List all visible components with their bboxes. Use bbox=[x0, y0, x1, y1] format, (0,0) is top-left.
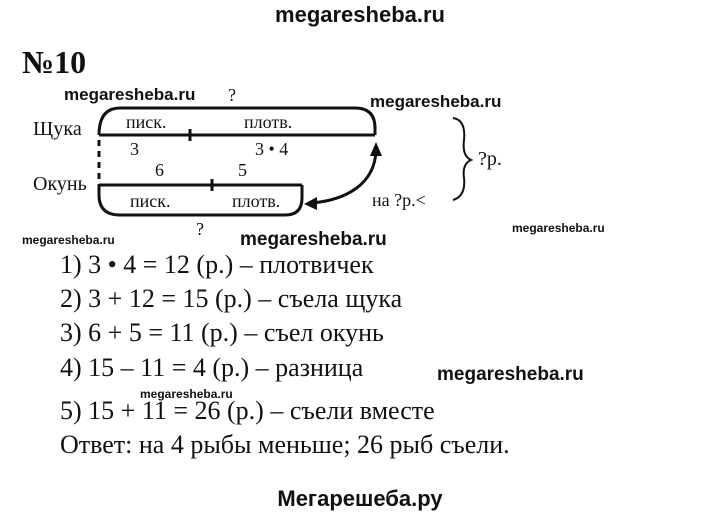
watermark-3: megaresheba.ru bbox=[22, 233, 115, 247]
pike-roach-label: плотв. bbox=[244, 112, 292, 132]
solution-step-1: 1) 3 • 4 = 12 (р.) – плотвичек bbox=[60, 250, 374, 279]
solution-step-4: 4) 15 – 11 = 4 (р.) – разница bbox=[60, 353, 364, 382]
perch-total-question: ? bbox=[196, 219, 204, 239]
watermark-6: megaresheba.ru bbox=[437, 364, 584, 385]
difference-label: на ?р.< bbox=[372, 190, 426, 210]
perch-label: Окунь bbox=[33, 173, 87, 195]
watermark-top: megaresheba.ru bbox=[275, 2, 445, 27]
pike-bar bbox=[97, 106, 377, 137]
task-number: №10 bbox=[22, 44, 87, 80]
watermark-7: megaresheba.ru bbox=[140, 387, 233, 401]
perch-minnow-value: 6 bbox=[155, 160, 164, 180]
pike-roach-value: 3 • 4 bbox=[255, 139, 288, 159]
watermark-1: megaresheba.ru bbox=[64, 85, 195, 104]
perch-bar bbox=[97, 183, 304, 217]
solution-step-5: 5) 15 + 11 = 26 (р.) – съели вместе bbox=[60, 396, 435, 425]
difference-arrow bbox=[311, 149, 378, 205]
pike-minnow-value: 3 bbox=[130, 139, 139, 159]
sum-brace bbox=[452, 117, 474, 201]
solution-step-3: 3) 6 + 5 = 11 (р.) – съел окунь bbox=[60, 318, 384, 347]
arrow-head-left bbox=[304, 197, 317, 210]
solution-step-2: 2) 3 + 12 = 15 (р.) – съела щука bbox=[60, 284, 403, 313]
pike-total-question: ? bbox=[228, 85, 236, 105]
perch-roach-label: плотв. bbox=[232, 191, 280, 211]
perch-minnow-label: писк. bbox=[130, 191, 171, 211]
pike-label: Щука bbox=[33, 118, 82, 140]
answer: Ответ: на 4 рыбы меньше; 26 рыб съели. bbox=[60, 430, 510, 459]
sum-label: ?р. bbox=[478, 148, 502, 170]
arrow-head-up bbox=[370, 142, 382, 156]
watermark-4: megaresheba.ru bbox=[512, 221, 605, 235]
watermark-5: megaresheba.ru bbox=[240, 229, 387, 250]
pike-minnow-label: писк. bbox=[126, 112, 167, 132]
perch-roach-value: 5 bbox=[238, 160, 247, 180]
watermark-2: megaresheba.ru bbox=[370, 92, 501, 111]
watermark-bottom: Мегарешеба.ру bbox=[277, 486, 443, 511]
